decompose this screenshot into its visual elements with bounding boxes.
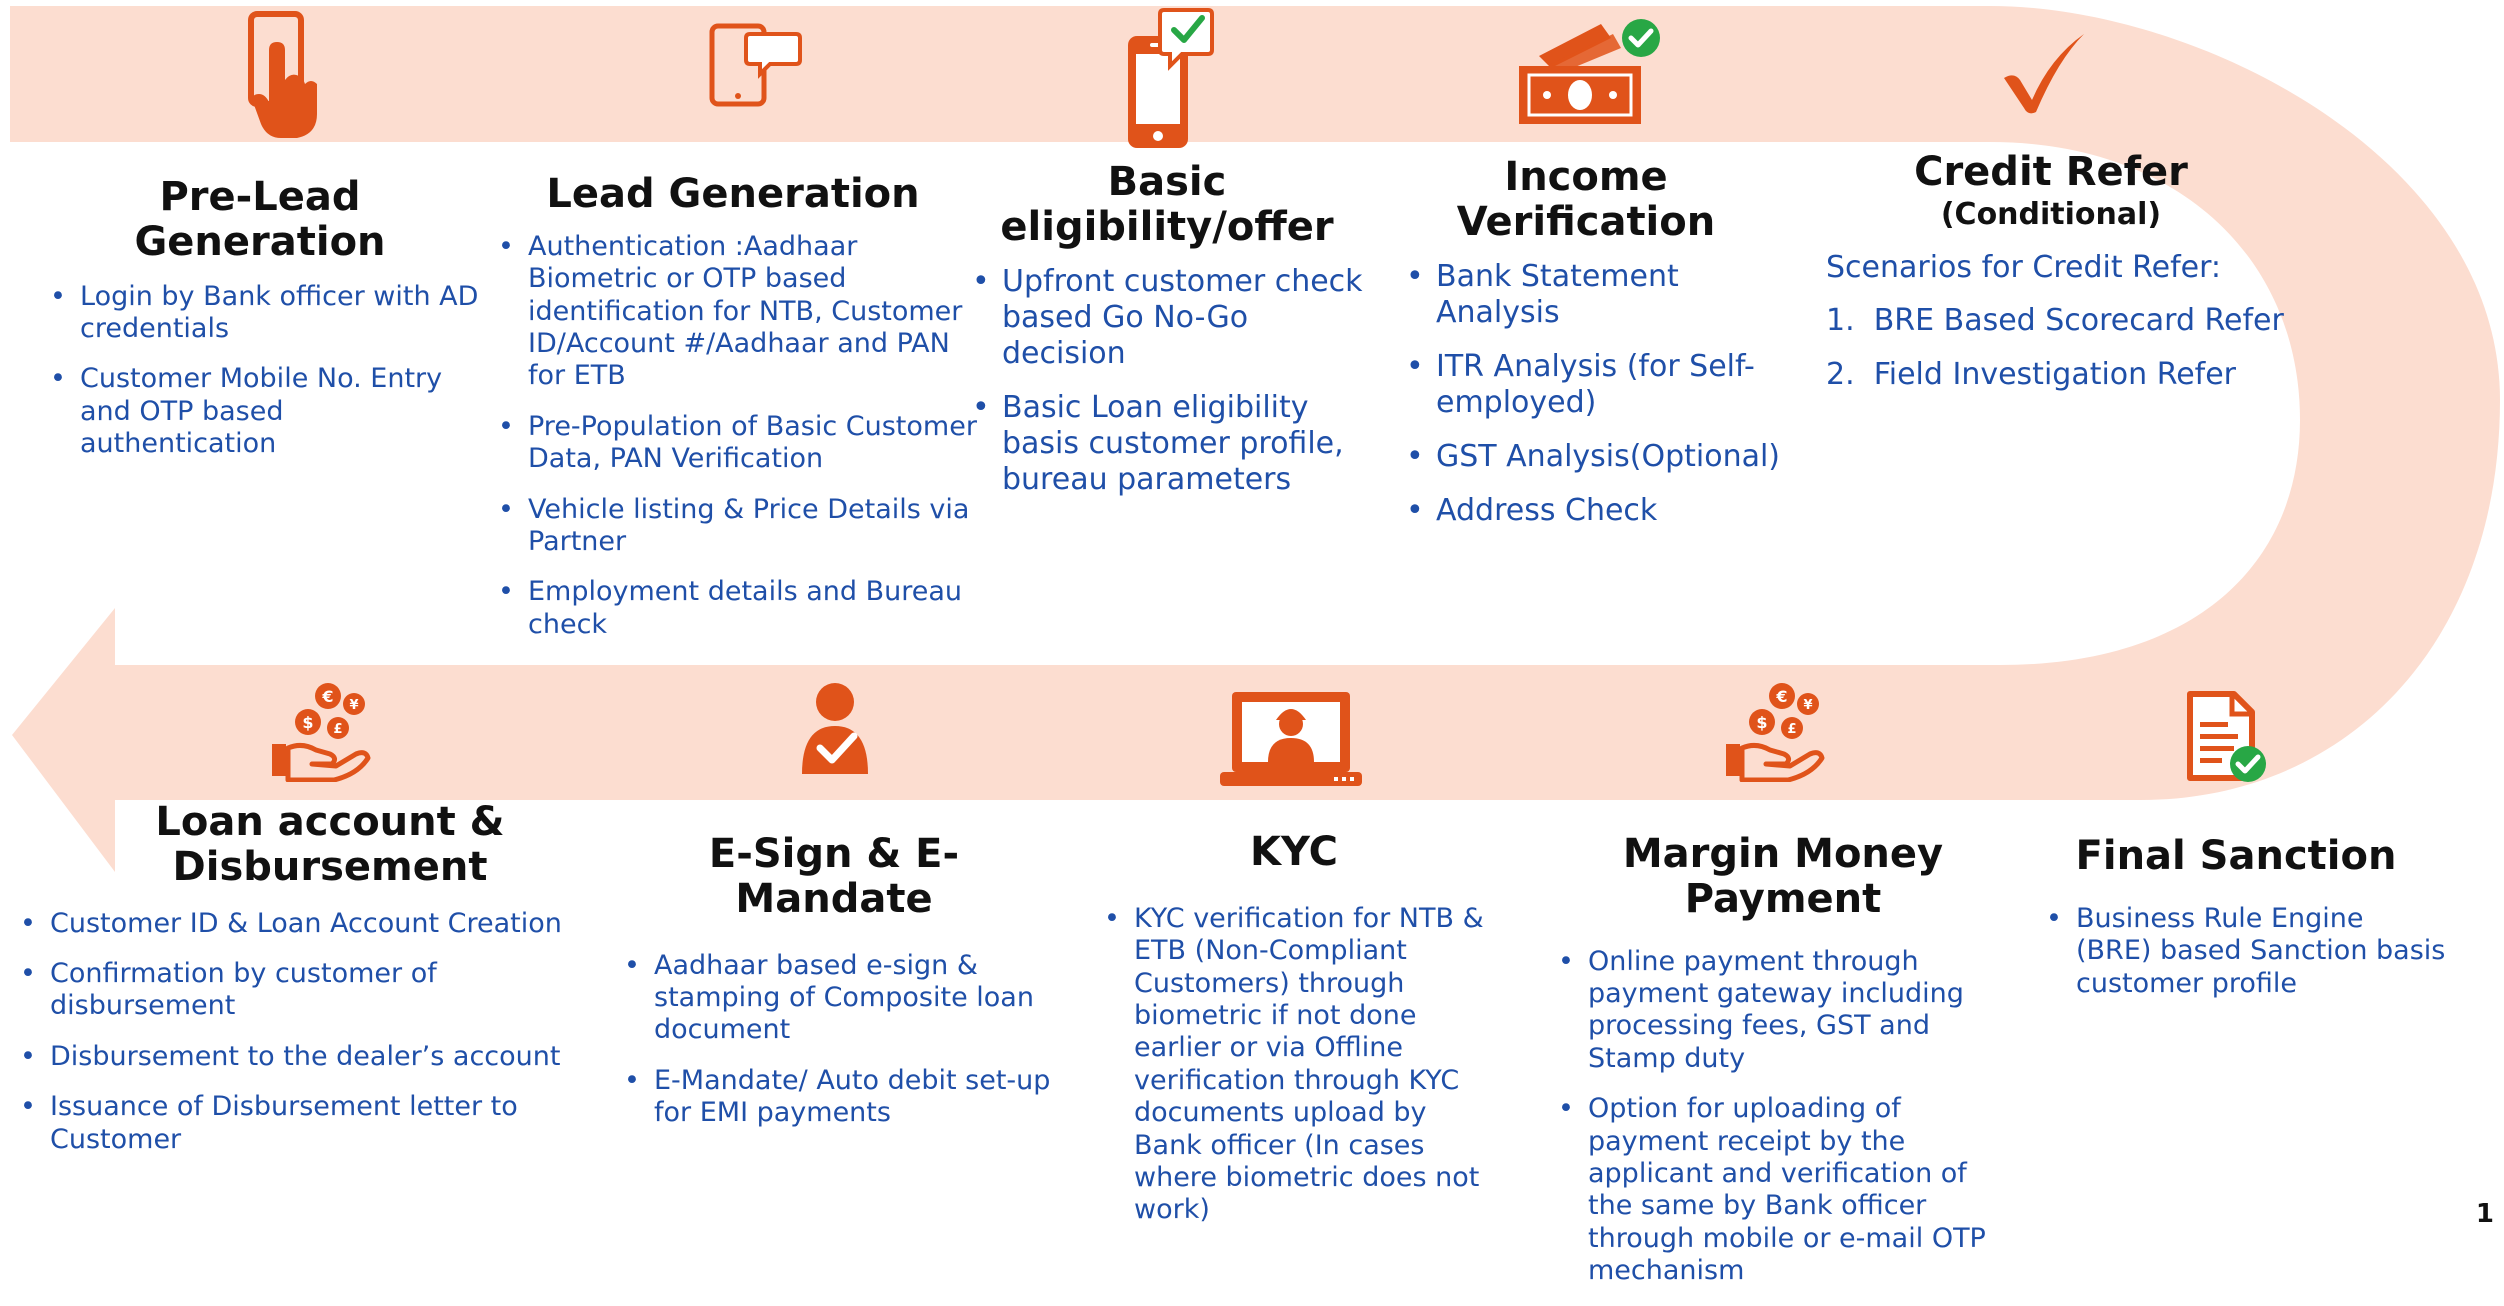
bullet-list: Login by Bank officer with AD credential…	[40, 281, 480, 461]
stage-title: KYC	[1250, 829, 1338, 875]
phone-check-icon	[1128, 8, 1214, 148]
list-item: GST Analysis(Optional)	[1396, 439, 1796, 475]
stage-title: E-Sign & E-Mandate	[708, 831, 960, 922]
list-item: E-Mandate/ Auto debit set-up for EMI pay…	[614, 1065, 1054, 1130]
list-item: Disbursement to the dealer’s account	[10, 1041, 570, 1074]
document-check-icon	[2187, 691, 2266, 782]
list-item: Vehicle listing & Price Details via Part…	[488, 494, 978, 559]
list-item: 2. Field Investigation Refer	[1826, 356, 2237, 392]
person-check-icon	[802, 683, 868, 774]
checkmark-icon	[2004, 34, 2084, 114]
list-item: Online payment through payment gateway i…	[1548, 946, 2008, 1076]
list-item: Basic Loan eligibility basis customer pr…	[962, 390, 1372, 498]
stage-title: Final Sanction	[2075, 833, 2397, 879]
stage-title: Loan account & Disbursement	[155, 799, 505, 890]
svg-text:€: €	[321, 687, 333, 706]
svg-text:£: £	[1787, 722, 1796, 737]
stage-basic-eligibility-offer: Basic eligibility/offer Upfront customer…	[962, 160, 1372, 516]
bullet-list: Aadhaar based e-sign & stamping of Compo…	[614, 950, 1054, 1130]
stage-title: Margin Money Payment	[1622, 831, 1944, 922]
page-number: 1	[2475, 1199, 2494, 1229]
list-item: Employment details and Bureau check	[488, 576, 978, 641]
list-item: Bank Statement Analysis	[1396, 259, 1796, 331]
svg-text:€: €	[1775, 687, 1787, 706]
bullet-list: Upfront customer check based Go No-Go de…	[962, 264, 1372, 498]
stage-title: Credit Refer	[1914, 149, 2188, 195]
list-item: Aadhaar based e-sign & stamping of Compo…	[614, 950, 1054, 1047]
bullet-list: Authentication :Aadhaar Biometric or OTP…	[488, 231, 978, 641]
stage-income-verification: Income Verification Bank Statement Analy…	[1396, 155, 1796, 547]
stage-kyc: KYC KYC verification for NTB & ETB (Non-…	[1094, 830, 1494, 1245]
svg-text:¥: ¥	[1803, 698, 1812, 713]
stage-title: Lead Generation	[546, 171, 920, 217]
stage-lead-generation: Lead Generation Authentication :Aadhaar …	[488, 172, 978, 659]
money-check-icon	[1519, 19, 1660, 124]
bullet-list: Bank Statement Analysis ITR Analysis (fo…	[1396, 259, 1796, 529]
stage-title: Income Verification	[1456, 154, 1716, 245]
list-item: Business Rule Engine (BRE) based Sanctio…	[2036, 903, 2446, 1000]
stage-title: Basic eligibility/offer	[1000, 159, 1334, 250]
stage-credit-refer: Credit Refer (Conditional) Scenarios for…	[1826, 150, 2284, 411]
bullet-list: Customer ID & Loan Account Creation Conf…	[10, 908, 570, 1156]
list-item: Issuance of Disbursement letter to Custo…	[10, 1091, 570, 1156]
list-item: KYC verification for NTB & ETB (Non-Comp…	[1094, 903, 1494, 1227]
tablet-chat-icon	[709, 23, 802, 107]
list-item: Address Check	[1396, 493, 1796, 529]
list-item: Confirmation by customer of disbursement	[10, 958, 570, 1023]
bullet-list: KYC verification for NTB & ETB (Non-Comp…	[1094, 903, 1494, 1227]
bullet-list: Online payment through payment gateway i…	[1548, 946, 2008, 1288]
stage-pre-lead-generation: Pre-Lead Generation Login by Bank office…	[40, 175, 480, 479]
bullet-list: Business Rule Engine (BRE) based Sanctio…	[2036, 903, 2446, 1000]
stage-e-sign-e-mandate: E-Sign & E-Mandate Aadhaar based e-sign …	[614, 832, 1054, 1148]
scenarios-intro: Scenarios for Credit Refer:	[1826, 249, 2222, 285]
list-item: Login by Bank officer with AD credential…	[40, 281, 480, 346]
stage-subtitle: (Conditional)	[1940, 196, 2162, 232]
list-item: Option for uploading of payment receipt …	[1548, 1093, 2008, 1287]
svg-text:£: £	[333, 722, 342, 737]
list-item: Customer Mobile No. Entry and OTP based …	[40, 363, 480, 460]
hand-coins-icon: € ¥ $ £	[1726, 683, 1825, 782]
numbered-list: 1. BRE Based Scorecard Refer 2. Field In…	[1826, 302, 2284, 393]
stage-loan-account-disbursement: Loan account & Disbursement Customer ID …	[10, 800, 570, 1174]
svg-text:¥: ¥	[349, 698, 358, 713]
list-item: Authentication :Aadhaar Biometric or OTP…	[488, 231, 978, 393]
stage-final-sanction: Final Sanction Business Rule Engine (BRE…	[2036, 834, 2476, 1018]
list-item: Upfront customer check based Go No-Go de…	[962, 264, 1372, 372]
stage-title: Pre-Lead Generation	[134, 174, 386, 265]
list-item: Customer ID & Loan Account Creation	[10, 908, 570, 941]
list-item: 1. BRE Based Scorecard Refer	[1826, 302, 2284, 338]
stage-margin-money-payment: Margin Money Payment Online payment thro…	[1548, 832, 2018, 1306]
list-item: ITR Analysis (for Self-employed)	[1396, 349, 1796, 421]
hand-tap-phone-icon	[248, 11, 317, 138]
list-item: Pre-Population of Basic Customer Data, P…	[488, 411, 978, 476]
hand-coins-icon: € ¥ $ £	[272, 683, 371, 782]
svg-text:$: $	[302, 713, 313, 732]
svg-text:$: $	[1756, 713, 1767, 732]
laptop-user-icon	[1220, 692, 1362, 786]
